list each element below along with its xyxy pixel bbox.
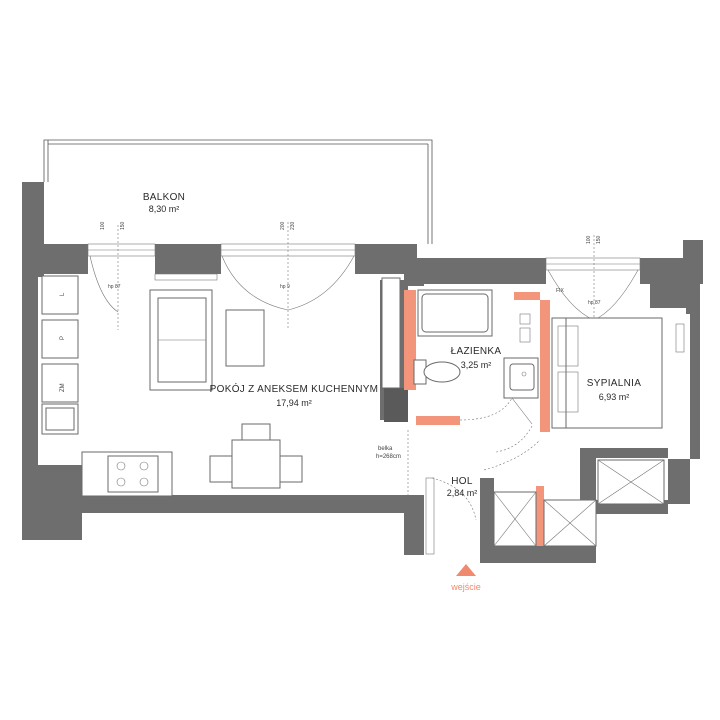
room-bath-area: 3,25 m² <box>461 360 492 370</box>
entrance-marker: wejście <box>450 564 481 592</box>
window-3-h2: 150 <box>596 235 602 244</box>
window-3-h1: 100 <box>586 235 592 244</box>
room-living-name: POKÓJ Z ANEKSEM KUCHENNYM <box>210 382 379 395</box>
cabinet-p-label: P <box>60 336 66 340</box>
entrance-arrow-icon <box>456 564 476 576</box>
window-3: 100 150 hp 87 FIX <box>545 235 641 330</box>
room-hall-name: HOL <box>451 476 473 487</box>
entrance-label: wejście <box>450 582 481 592</box>
entrance-door <box>407 430 541 555</box>
bed <box>551 317 663 429</box>
washbasin <box>503 357 539 399</box>
window-2: 200 230 hp 9 <box>220 221 356 330</box>
room-bath-name: ŁAZIENKA <box>451 346 502 357</box>
window-2-hp: hp 9 <box>280 284 290 290</box>
beam-label: belka <box>378 446 393 452</box>
bedroom-wardrobe <box>597 459 665 505</box>
beam-height: h=268cm <box>376 454 401 460</box>
room-bedroom-name: SYPIALNIA <box>587 378 641 389</box>
room-balkon-name: BALKON <box>143 192 185 203</box>
new-walls <box>404 290 550 546</box>
bath-door <box>459 397 533 453</box>
bath-fixtures <box>519 313 531 343</box>
cabinet-l-label: L <box>60 292 66 296</box>
tv-rack <box>154 273 218 281</box>
room-bedroom-area: 6,93 m² <box>599 392 630 402</box>
window-1-h2: 150 <box>120 221 126 230</box>
bathtub <box>417 289 493 337</box>
window-2-h1: 200 <box>280 221 286 230</box>
window-2-h2: 230 <box>290 221 296 230</box>
coffee-table <box>225 309 265 367</box>
sofa <box>149 289 213 391</box>
window-1: 100 150 hp 87 <box>87 221 156 330</box>
kitchen-cabinets: L P ZM <box>41 275 173 497</box>
room-living-area: 17,94 m² <box>276 398 312 408</box>
toilet <box>413 359 461 385</box>
window-1-hp: hp 87 <box>108 284 121 290</box>
room-balkon-area: 8,30 m² <box>149 204 180 214</box>
window-3-hp: hp 87 <box>588 300 601 306</box>
dining-table <box>209 423 303 489</box>
bedroom-radiator <box>675 323 685 353</box>
window-1-h1: 100 <box>100 221 106 230</box>
wardrobe <box>381 277 401 389</box>
hall-wardrobe-2 <box>543 499 597 547</box>
cabinet-zm-label: ZM <box>60 383 66 392</box>
balcony <box>43 139 433 244</box>
hall-wardrobe-1 <box>493 491 537 547</box>
room-hall-area: 2,84 m² <box>447 488 478 498</box>
window-fix-label: FIX <box>556 288 564 294</box>
